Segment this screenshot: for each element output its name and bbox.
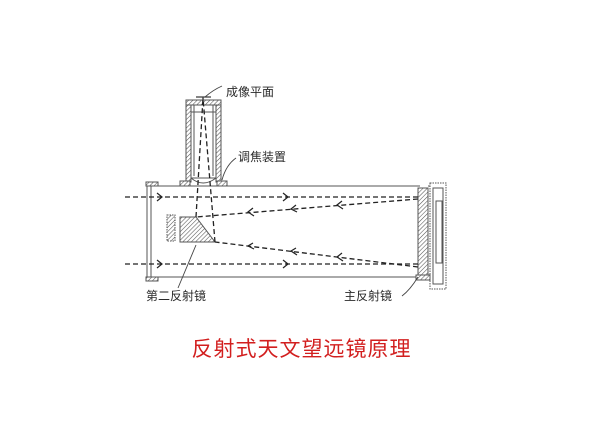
light-paths [125, 97, 419, 268]
leader-lines [177, 85, 419, 297]
label-focal-plane: 成像平面 [226, 85, 275, 99]
secondary-mirror [166, 214, 217, 243]
label-secondary-mirror: 第二反射镜 [146, 289, 207, 303]
telescope-tube [145, 181, 420, 282]
label-primary-mirror: 主反射镜 [344, 289, 393, 303]
label-focusing-device: 调焦装置 [238, 150, 287, 164]
diagram-title: 反射式天文望远镜原理 [191, 337, 412, 361]
eyepiece-focuser [179, 99, 228, 187]
primary-mirror [415, 182, 447, 290]
ray-arrows [156, 192, 344, 269]
